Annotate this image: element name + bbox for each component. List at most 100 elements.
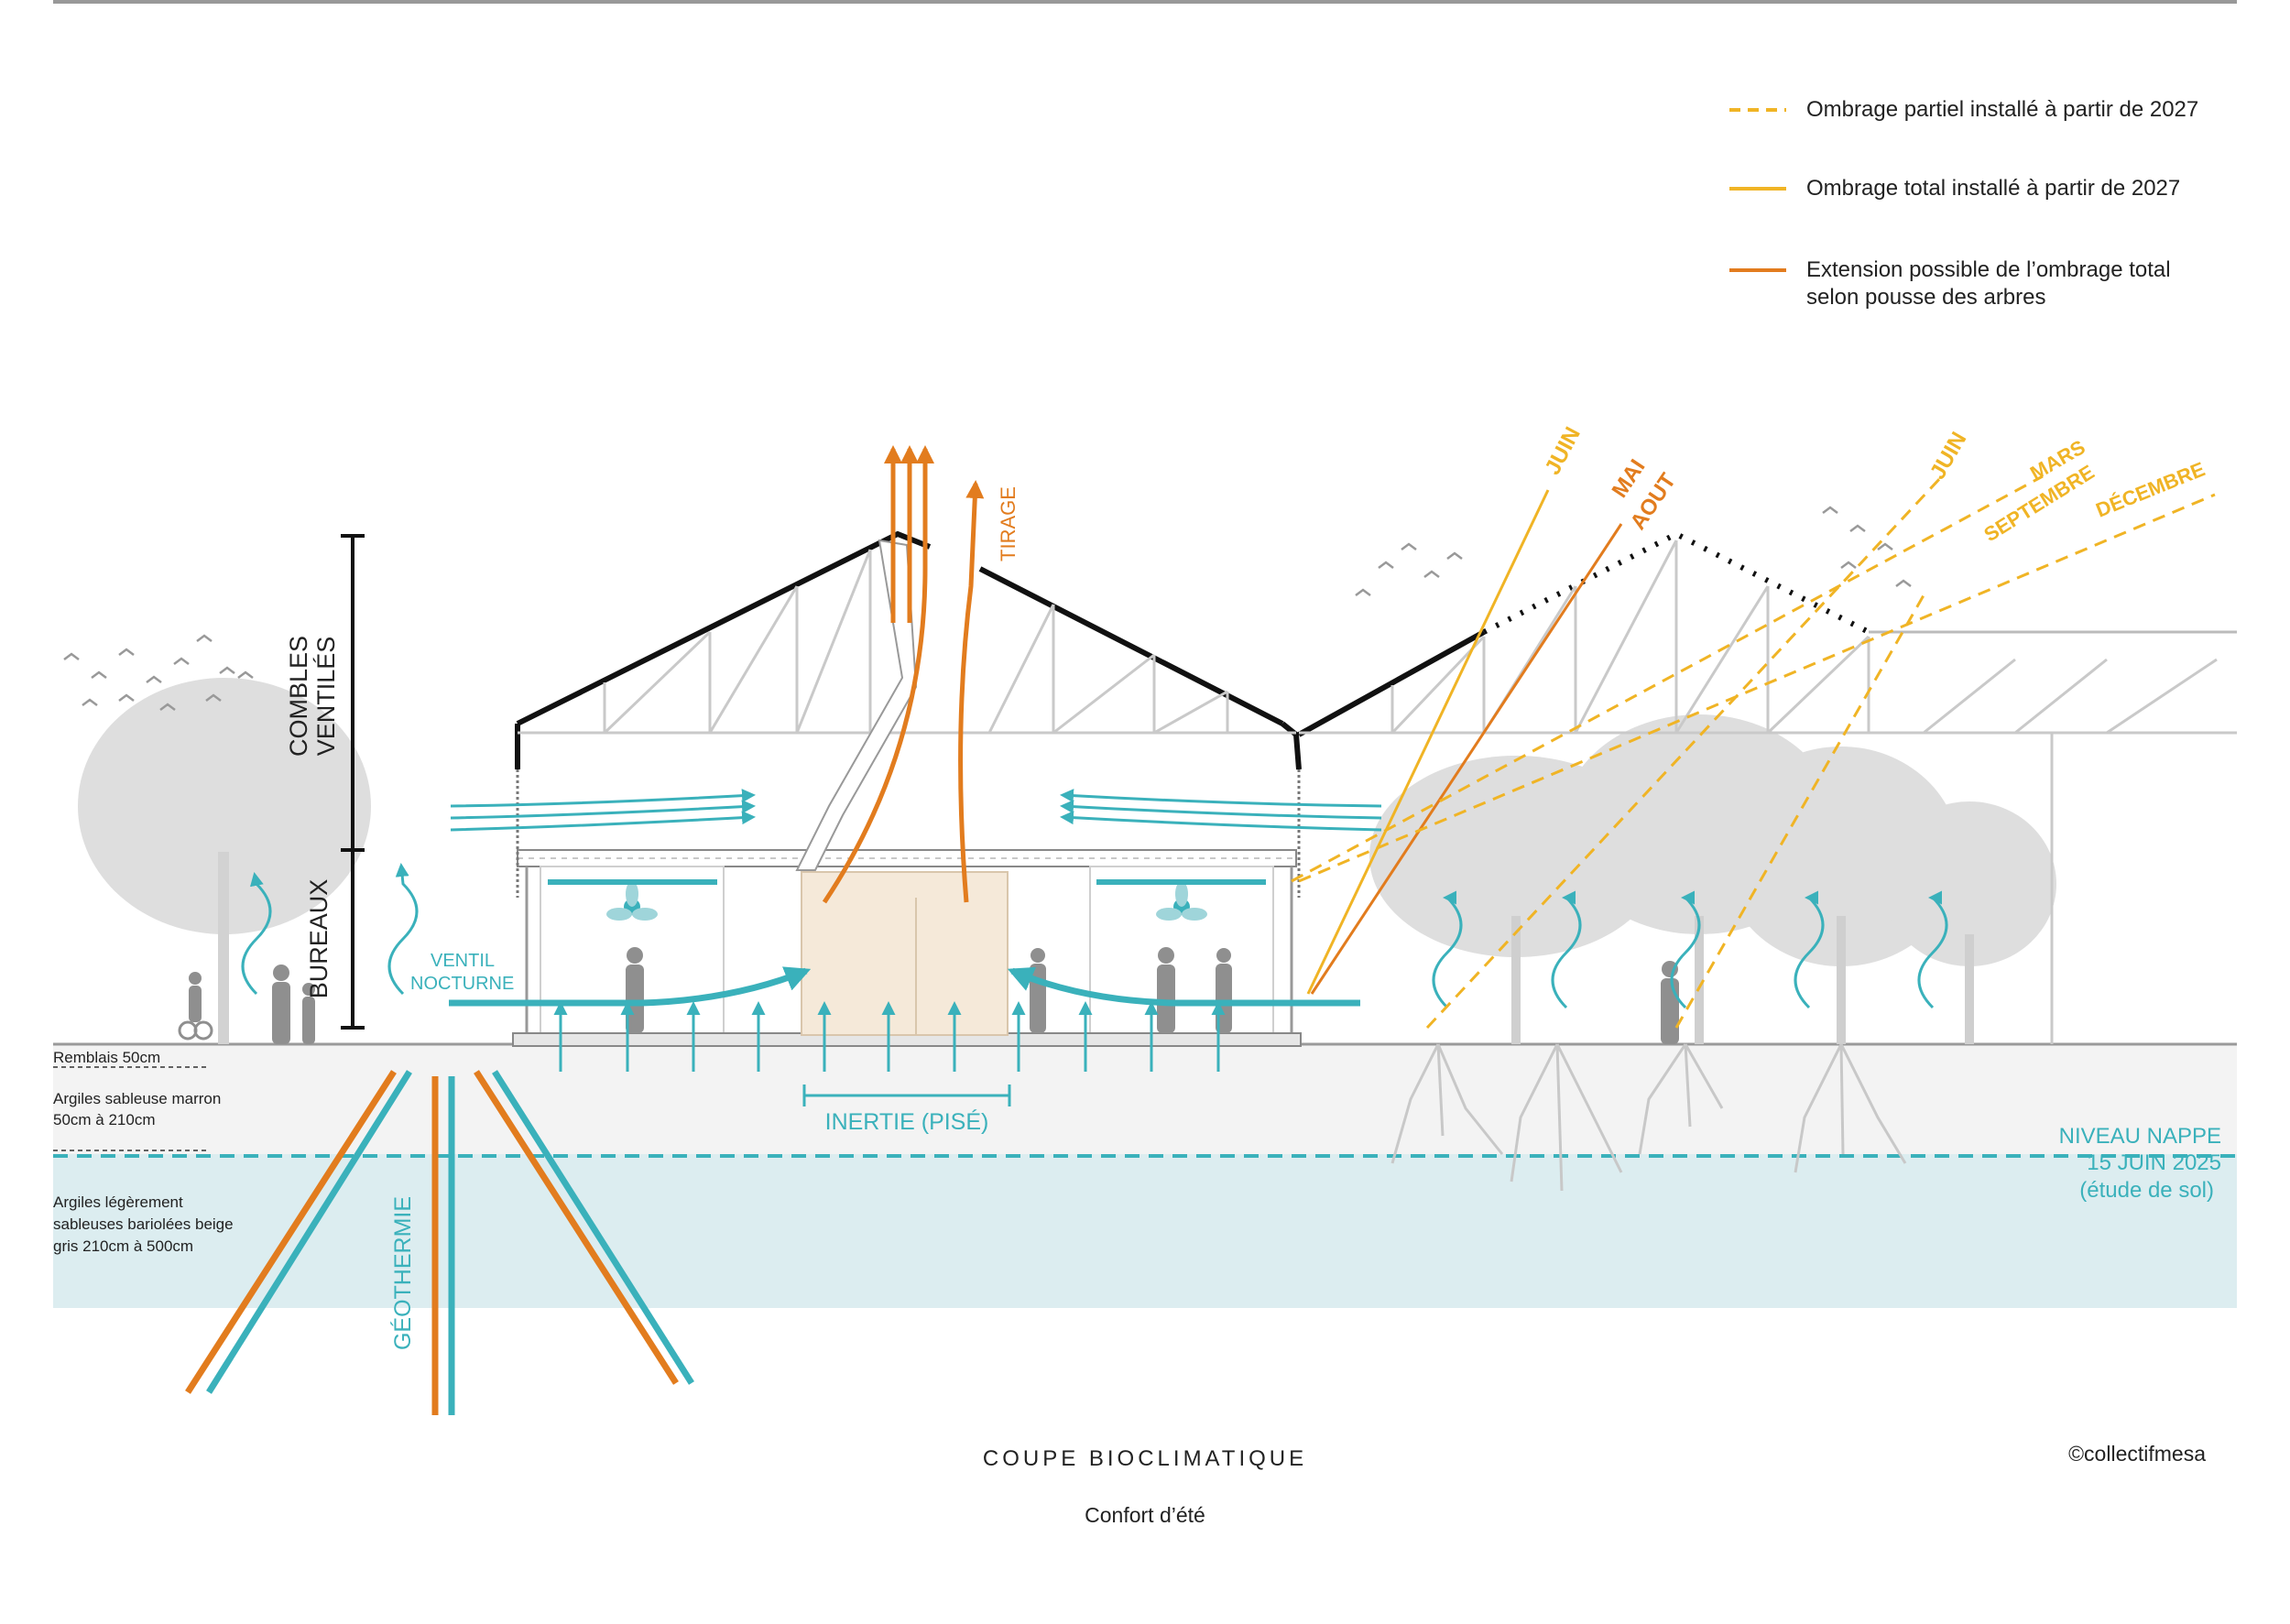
person-adult-left: [272, 965, 290, 1044]
person-office-right-1: [1030, 948, 1046, 1033]
diagram-subtitle: Confort d’été: [1085, 1503, 1205, 1527]
probe-left-orange: [185, 1070, 397, 1394]
label-sun-decembre: DÉCEMBRE: [2093, 457, 2208, 521]
label-inertie: INERTIE (PISÉ): [825, 1108, 989, 1135]
wave-left-2: [387, 863, 419, 996]
floor-inertia-arrows: [553, 1001, 1226, 1072]
soil-upper: [53, 1044, 2237, 1154]
soil-layer-1: Remblais 50cm: [53, 1049, 160, 1066]
roots-4: [1794, 1043, 1907, 1173]
attic-air-right-3: [1060, 811, 1382, 832]
label-ventil-line1: VENTIL: [431, 951, 495, 971]
trusses: [518, 540, 2237, 1044]
soil-layer-3-line2: sableuses bariolées beige: [53, 1215, 234, 1233]
ground: Remblais 50cm Argiles sableuse marron 50…: [53, 1042, 2237, 1308]
soil-layer-3-line3: gris 210cm à 500cm: [53, 1237, 193, 1255]
tree-3-trunk: [1837, 916, 1846, 1044]
attic-air-left-2: [450, 800, 756, 820]
roof-right-dotted: [1482, 530, 1870, 635]
label-combles-line1: COMBLES: [285, 636, 312, 757]
night-vent-right: [1007, 966, 1360, 1007]
bird-flock: [63, 506, 1912, 711]
roof-center: [978, 566, 1284, 726]
tree-2-trunk: [1695, 916, 1704, 1044]
diagram-title: COUPE BIOCLIMATIQUE: [983, 1446, 1307, 1471]
wave-right-5: [1917, 890, 1948, 1009]
roof-right-solid: [1297, 629, 1486, 737]
birds: [63, 506, 1912, 711]
sun-line-mars-sept: [1291, 474, 2044, 883]
label-nappe-line3: (étude de sol): [2079, 1178, 2214, 1203]
attic-ventilation: [450, 789, 1382, 832]
fan-left-blade-3: [632, 908, 658, 921]
credit: ©collectifmesa: [2068, 1442, 2206, 1466]
probe-right-orange: [474, 1070, 679, 1385]
geothermal-probes: [185, 1070, 694, 1415]
fan-right-blade-2: [1156, 908, 1182, 921]
probe-right-teal: [492, 1070, 694, 1385]
person-cyclist: [178, 972, 213, 1041]
person-child-left: [302, 983, 315, 1044]
attic-air-left-3: [450, 811, 756, 832]
legend-partial-shading: Ombrage partiel installé à partir de 202…: [1806, 97, 2198, 122]
wave-left-1: [241, 872, 272, 996]
truss-webs-left: [603, 549, 1229, 735]
fan-right-blade-3: [1182, 908, 1207, 921]
legend: Ombrage partiel installé à partir de 202…: [1729, 97, 2198, 310]
sun-line-mai-aout: [1310, 523, 1623, 995]
label-bureaux: BUREAUX: [305, 879, 333, 999]
soil-layer-3-line1: Argiles légèrement: [53, 1193, 183, 1211]
inertia-bracket: [802, 1084, 1011, 1106]
trees-background: [78, 678, 2056, 1044]
ventilation-stack: [795, 539, 918, 871]
stack-effect-arrows: [822, 445, 985, 904]
building: [512, 530, 2237, 1047]
tirage-arrow-1: [822, 445, 934, 904]
label-nappe-line1: NIVEAU NAPPE: [2059, 1124, 2221, 1149]
label-nappe-line2: 15 JUIN 2025: [2087, 1150, 2221, 1175]
probe-left-teal: [206, 1070, 412, 1394]
night-vent-left: [449, 966, 812, 1007]
tree-left-trunk: [218, 852, 229, 1044]
tirage-arrow-2: [958, 480, 985, 903]
groundwater-zone: [53, 1154, 2237, 1308]
label-tirage: TIRAGE: [997, 486, 1020, 561]
wave-right-4: [1794, 890, 1825, 1009]
soil-layer-2-line2: 50cm à 210cm: [53, 1111, 156, 1128]
label-geothermie: GÉOTHERMIE: [389, 1196, 416, 1350]
legend-extension-line2: selon pousse des arbres: [1806, 285, 2046, 310]
roots-2: [1510, 1043, 1623, 1192]
height-dimension: [341, 534, 365, 1030]
attic-air-right-1: [1060, 789, 1382, 808]
truss-webs-right: [1390, 540, 2218, 735]
label-combles-line2: VENTILÉS: [312, 637, 340, 757]
wave-right-3: [1670, 890, 1701, 1009]
tree-4-canopy: [1882, 801, 2056, 966]
legend-total-shading: Ombrage total installé à partir de 2027: [1806, 176, 2180, 201]
rammed-earth-core: [801, 871, 1009, 1036]
night-ventilation: [449, 966, 1360, 1007]
legend-extension-line1: Extension possible de l’ombrage total: [1806, 257, 2171, 282]
attic-air-left-1: [450, 789, 756, 808]
soil-layer-2-line1: Argiles sableuse marron: [53, 1090, 221, 1107]
sun-line-juin-left: [1306, 489, 1550, 995]
ceiling-fan-left: [606, 881, 658, 921]
sun-angle-lines: [1291, 474, 2216, 1030]
attic-air-right-2: [1060, 800, 1382, 820]
wave-right-1: [1432, 890, 1463, 1009]
sun-line-decembre: [1298, 493, 2216, 883]
roots-1: [1390, 1043, 1504, 1164]
label-ventil-line2: NOCTURNE: [410, 974, 514, 994]
tree-roots: [1390, 1043, 1907, 1192]
person-outside-right: [1661, 961, 1679, 1044]
fan-left-blade-1: [626, 881, 638, 907]
person-office-left: [626, 947, 644, 1033]
wave-right-2: [1551, 890, 1582, 1009]
fan-left-blade-2: [606, 908, 632, 921]
roots-3: [1638, 1043, 1724, 1155]
fan-right-blade-1: [1175, 881, 1188, 907]
roof-valley: [1281, 721, 1302, 770]
person-office-right-2: [1157, 947, 1175, 1033]
